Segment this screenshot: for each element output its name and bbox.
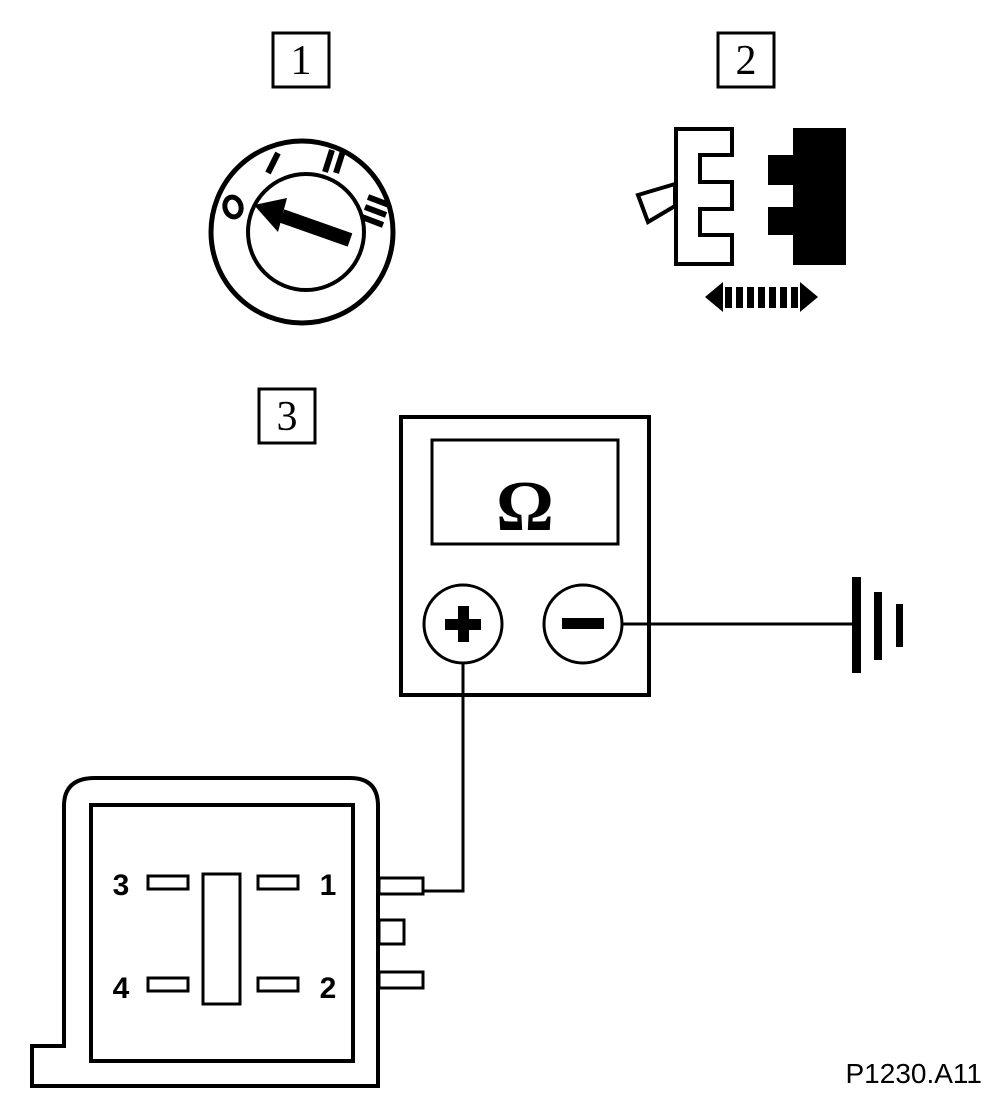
pin-3-label: 3 <box>113 869 130 902</box>
step-1-label: 1 <box>271 31 331 89</box>
disconnect-connector-icon <box>635 127 846 312</box>
pin-3-slot <box>146 874 190 891</box>
relay-connector: 1 2 3 4 <box>30 776 425 1088</box>
step-2-number: 2 <box>736 38 757 84</box>
pin-2-slot <box>256 976 300 993</box>
pin-1-label: 1 <box>320 869 337 902</box>
pin-4-slot <box>146 976 190 993</box>
ohmmeter-display <box>430 438 620 546</box>
pin-4-label: 4 <box>113 972 130 1005</box>
pin-2-label: 2 <box>320 972 337 1005</box>
key-pointer <box>279 209 353 247</box>
position-0-mark <box>222 194 244 220</box>
ignition-switch-icon <box>208 138 396 326</box>
step-3-number: 3 <box>277 394 298 440</box>
position-3-mark <box>366 194 391 208</box>
step-2-label: 2 <box>716 31 776 89</box>
ohmmeter: Ω + − <box>0 0 651 697</box>
reference-code: P1230.A11 <box>846 1058 983 1089</box>
pin-1-slot <box>256 874 300 891</box>
ground-icon <box>852 577 903 673</box>
negative-terminal: − <box>0 0 624 665</box>
step-1-number: 1 <box>291 38 312 84</box>
ohm-symbol: Ω <box>496 466 554 546</box>
positive-terminal: + <box>0 0 504 665</box>
position-1-mark <box>265 151 281 175</box>
position-2-mark <box>322 149 335 173</box>
positive-terminal-label: + <box>0 0 1 1</box>
step-3-label: 3 <box>257 387 317 445</box>
negative-terminal-label: − <box>0 0 1 1</box>
